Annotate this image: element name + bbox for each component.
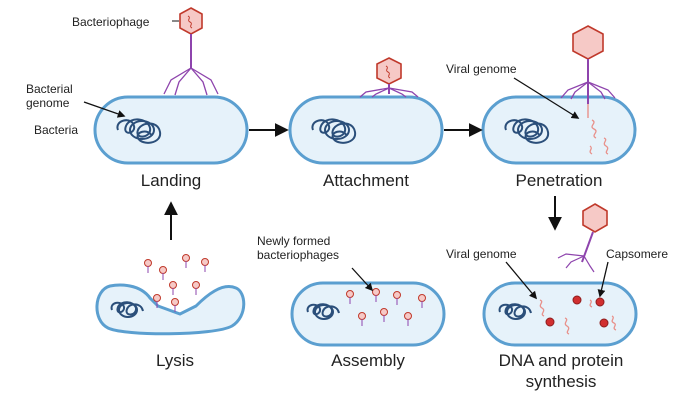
bacteriophage-attached-icon (359, 57, 419, 98)
assembly-phages (346, 288, 426, 326)
label-newly-formed-line2: bacteriophages (257, 248, 339, 262)
bacteria-cell-assembly (290, 281, 446, 347)
stage-dna-protein-line1: DNA and protein (499, 351, 624, 370)
pointer-viral-genome-synthesis (505, 261, 537, 300)
label-newly-formed-line1: Newly formed (257, 234, 330, 248)
label-viral-genome-penetration: Viral genome (446, 62, 517, 76)
bacteria-cell-landing (93, 95, 249, 165)
bacterial-genome-icon (504, 118, 550, 144)
stage-lysis: Lysis (156, 351, 194, 370)
label-viral-genome-synthesis: Viral genome (446, 247, 517, 261)
label-bacteriophage: Bacteriophage (72, 15, 150, 29)
bacteriophage-synthesis-icon (557, 203, 608, 273)
label-capsomere: Capsomere (606, 247, 668, 261)
bacteria-cell-synthesis (482, 281, 638, 347)
bacterial-genome-icon (116, 118, 162, 144)
bacterial-genome-icon (311, 118, 357, 144)
released-phages (144, 254, 209, 312)
bacteriophage-icon (163, 7, 219, 96)
bacterial-genome-icon (306, 303, 340, 320)
stage-assembly: Assembly (331, 351, 405, 370)
stage-landing: Landing (141, 171, 202, 190)
capsomere-icon (545, 295, 609, 328)
pointer-newly-formed (351, 267, 374, 292)
bacteria-cell-lysis (95, 283, 246, 336)
bacteria-cell-attachment (288, 95, 444, 165)
stage-penetration: Penetration (516, 171, 603, 190)
viral-genome-icon (589, 119, 609, 155)
pointer-viral-genome-penetration (513, 77, 580, 119)
label-bacterial-genome-line1: Bacterial (26, 82, 73, 96)
bacterial-genome-icon (498, 303, 532, 320)
label-bacterial-genome-line2: genome (26, 96, 70, 110)
stage-dna-protein-line2: synthesis (526, 372, 597, 391)
bacterial-genome-icon (110, 301, 144, 318)
bacteriophage-penetrating-icon (560, 25, 616, 118)
pointer-capsomere (597, 261, 609, 298)
bacteria-cell-penetration (481, 95, 637, 165)
stage-attachment: Attachment (323, 171, 409, 190)
viral-genome-icon (539, 299, 617, 335)
pointer-bacterial-genome (83, 101, 126, 118)
label-bacteria: Bacteria (34, 123, 78, 137)
